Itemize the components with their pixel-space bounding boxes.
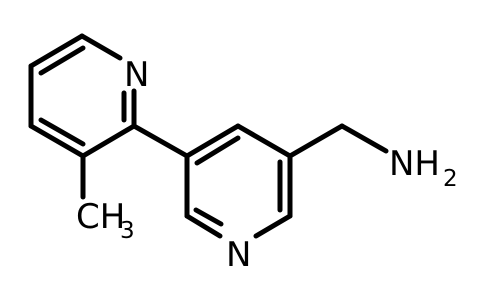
- methyl-label: CH: [76, 197, 125, 237]
- upper-pyridine-ring: [28, 33, 137, 159]
- bond-c3-c2: [80, 123, 137, 159]
- bond-c6-c5-inner: [38, 45, 86, 76]
- bond-c6-c5: [28, 33, 85, 69]
- bond-c3p-c4p: [184, 123, 241, 159]
- bond-c3p-c4p-inner: [194, 135, 241, 166]
- bond-n-c2p-inner: [193, 207, 224, 227]
- bond-c4-c3-inner: [38, 117, 86, 147]
- bond-c4-c3: [28, 123, 86, 159]
- amine-subscript: 2: [443, 166, 458, 192]
- lower-pyridine-ring: [184, 123, 293, 239]
- bond-c5p-ch2: [287, 123, 345, 159]
- amine-label: NH: [389, 144, 440, 184]
- methyl-subscript: 3: [120, 218, 135, 244]
- bond-ch2-n: [339, 123, 389, 154]
- bond-c6p-n: [253, 213, 293, 239]
- bond-c4p-c5p: [235, 123, 293, 159]
- lower-nitrogen-label: N: [226, 235, 251, 275]
- bond-n1-c6: [79, 33, 123, 61]
- upper-nitrogen-label: N: [124, 55, 149, 95]
- bond-n-c2p: [184, 213, 223, 239]
- bond-biaryl: [131, 123, 190, 159]
